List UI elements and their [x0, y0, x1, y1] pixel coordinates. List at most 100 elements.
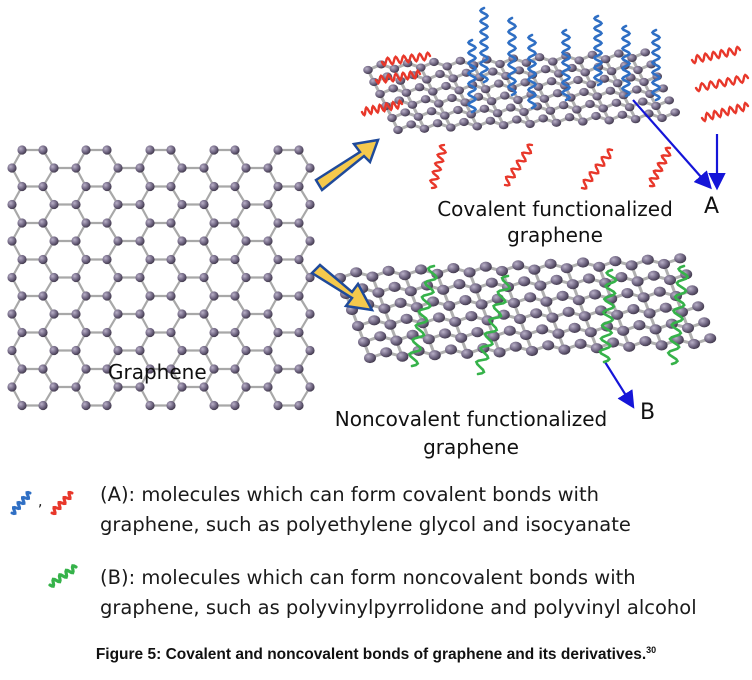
carbon-atom — [544, 258, 557, 269]
carbon-atom — [49, 382, 59, 392]
carbon-atom — [459, 117, 469, 127]
carbon-atom — [692, 301, 705, 312]
carbon-atom — [546, 77, 557, 86]
carbon-atom — [350, 267, 363, 278]
carbon-atom — [429, 57, 439, 67]
carbon-atom — [641, 254, 654, 265]
carbon-atom — [230, 327, 240, 338]
noncovalent-green-chain — [407, 264, 439, 368]
carbon-atom — [273, 291, 283, 301]
legend-item-b: (B): molecules which can form noncovalen… — [100, 563, 697, 623]
carbon-atom — [443, 300, 456, 311]
carbon-atom — [428, 87, 438, 96]
carbon-atom — [664, 274, 676, 286]
carbon-atom — [81, 291, 91, 301]
carbon-atom — [49, 272, 59, 283]
carbon-atom — [263, 345, 273, 356]
carbon-atom — [415, 264, 427, 275]
covalent-label: Covalent functionalized graphene — [410, 196, 700, 248]
carbon-atom — [560, 263, 573, 274]
carbon-atom — [623, 341, 636, 352]
carbon-atom — [520, 329, 532, 341]
carbon-atom — [388, 84, 399, 93]
carbon-atom — [81, 145, 91, 155]
carbon-atom — [209, 364, 219, 374]
carbon-atom — [135, 309, 145, 319]
carbon-atom — [453, 279, 466, 290]
carbon-atom — [534, 280, 547, 291]
carbon-atom — [591, 111, 601, 121]
carbon-atom — [426, 107, 437, 116]
carbon-atom — [241, 309, 251, 319]
covalent-blue-chain — [478, 6, 490, 84]
carbon-atom — [480, 85, 491, 94]
carbon-atom — [574, 56, 584, 65]
carbon-atom — [81, 181, 91, 192]
covalent-label-line1: Covalent functionalized — [437, 197, 673, 221]
carbon-atom — [524, 292, 537, 303]
carbon-atom — [398, 270, 411, 281]
carbon-atom — [506, 103, 516, 112]
carbon-atom — [577, 257, 589, 268]
carbon-atom — [627, 304, 640, 315]
carbon-atom — [380, 347, 393, 358]
carbon-atom — [396, 351, 409, 362]
carbon-atom — [177, 382, 187, 392]
carbon-atom — [166, 254, 176, 265]
carbon-atom — [241, 163, 251, 173]
carbon-atom — [81, 400, 91, 411]
carbon-atom — [552, 328, 565, 339]
caption-reference: 30 — [646, 645, 657, 655]
carbon-atom — [7, 382, 17, 392]
carbon-atom — [554, 69, 564, 78]
carbon-atom — [580, 68, 590, 77]
carbon-atom — [612, 79, 623, 88]
carbon-atom — [241, 272, 251, 283]
carbon-atom — [420, 95, 431, 104]
carbon-atom — [102, 400, 112, 411]
carbon-atom — [440, 111, 450, 120]
carbon-atom — [199, 272, 209, 283]
carbon-atom — [71, 236, 81, 246]
carbon-atom — [17, 218, 27, 228]
carbon-atom — [263, 199, 273, 210]
carbon-atom — [579, 87, 589, 97]
carbon-atom — [145, 145, 155, 155]
legend-b-line1: (B): molecules which can form noncovalen… — [100, 566, 636, 589]
carbon-atom — [305, 163, 315, 173]
carbon-atom — [49, 163, 59, 173]
covalent-red-chain — [503, 143, 534, 187]
covalent-red-chain — [428, 143, 448, 190]
carbon-atom — [446, 123, 456, 132]
carbon-atom — [658, 84, 668, 93]
carbon-atom — [598, 104, 608, 113]
carbon-atom — [199, 163, 209, 173]
carbon-atom — [49, 199, 59, 210]
carbon-atom — [363, 65, 373, 75]
figure-caption: Figure 5: Covalent and noncovalent bonds… — [0, 645, 752, 664]
carbon-atom — [422, 75, 432, 84]
carbon-atom — [71, 345, 81, 356]
carbon-atom — [366, 271, 379, 282]
carbon-atom — [71, 309, 81, 319]
carbon-atom — [494, 79, 504, 88]
carbon-atom — [461, 348, 474, 359]
carbon-atom — [17, 400, 27, 411]
covalent-graphene-sheet — [363, 48, 680, 135]
carbon-atom — [273, 218, 283, 228]
carbon-atom — [627, 53, 637, 63]
carbon-atom — [17, 327, 27, 338]
carbon-atom — [263, 236, 273, 246]
arrow-to-noncovalent-icon — [310, 263, 375, 312]
carbon-atom — [574, 338, 587, 349]
carbon-atom — [630, 115, 641, 124]
carbon-atom — [400, 108, 411, 117]
carbon-atom — [394, 297, 407, 308]
carbon-atom — [199, 345, 209, 356]
covalent-blue-chain — [466, 38, 478, 114]
carbon-atom — [71, 382, 81, 392]
carbon-atom — [209, 327, 219, 338]
covalent-red-chain — [700, 101, 750, 123]
carbon-atom — [600, 55, 611, 64]
